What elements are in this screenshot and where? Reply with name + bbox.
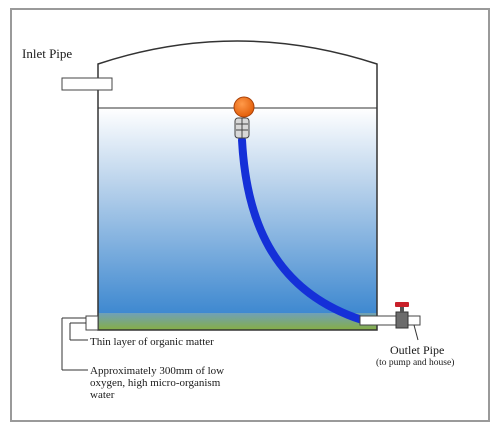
outlet-valve xyxy=(395,302,409,329)
float-ball xyxy=(233,96,255,118)
organic-layer-label: Thin layer of organic matter xyxy=(90,336,214,348)
bottom-fitting xyxy=(85,315,99,331)
outlet-pipe xyxy=(359,315,421,326)
low-oxygen-label-line3: water xyxy=(90,389,115,401)
low-oxygen-label-line2: oxygen, high micro-organism xyxy=(90,377,221,389)
water xyxy=(98,108,377,318)
outlet-pipe-sublabel: (to pump and house) xyxy=(376,357,454,368)
inlet-pipe-label: Inlet Pipe xyxy=(22,46,72,61)
outlet-pipe-label: Outlet Pipe xyxy=(390,343,444,357)
low-oxygen-label-line1: Approximately 300mm of low xyxy=(90,365,224,377)
tank-outline xyxy=(97,40,378,331)
inlet-pipe xyxy=(61,77,113,91)
organic-matter-layer xyxy=(98,313,377,330)
flexible-hose xyxy=(238,136,366,324)
